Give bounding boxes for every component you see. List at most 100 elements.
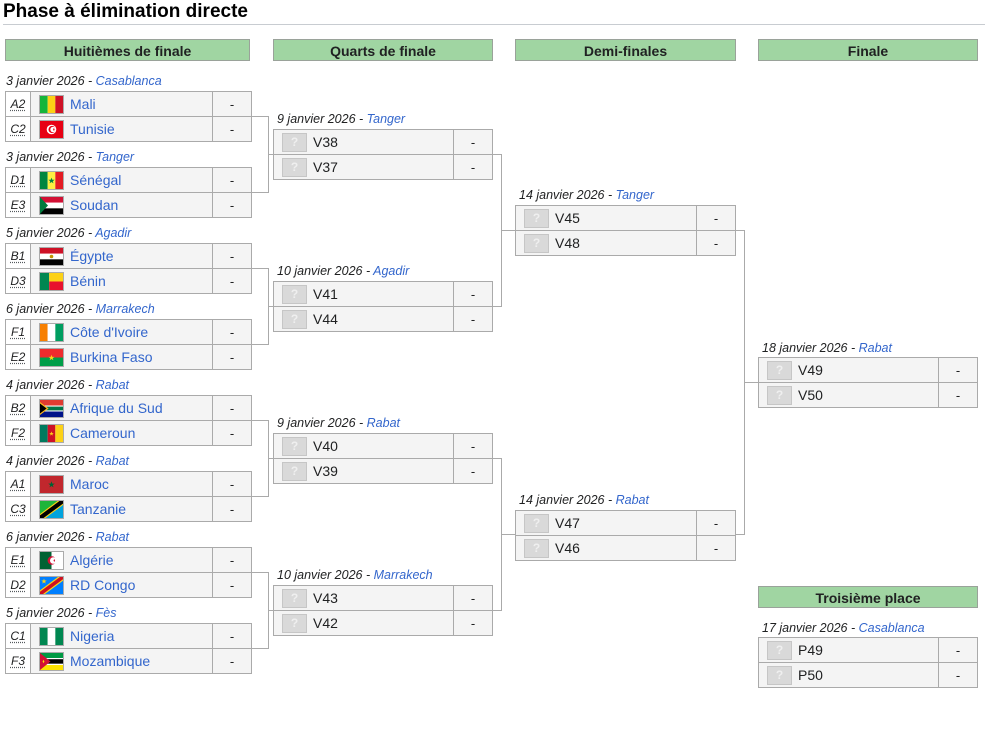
flag-cote-divoire-icon <box>39 322 64 342</box>
unknown-team-icon: ? <box>282 132 307 152</box>
date-text: 14 janvier 2026 - <box>519 188 616 202</box>
team-seed: C3 <box>6 497 31 521</box>
unknown-team-icon: ? <box>282 461 307 481</box>
bracket-connector <box>268 306 273 307</box>
unknown-team-icon: ? <box>282 284 307 304</box>
score-cell: - <box>696 231 735 255</box>
team-seed: F1 <box>6 320 31 344</box>
match-date: 10 janvier 2026 - Marrakech <box>277 568 433 582</box>
score-cell: - <box>212 320 251 344</box>
team-row: F1 Côte d'Ivoire - <box>6 320 251 344</box>
score-cell: - <box>453 434 492 458</box>
team-link-soudan[interactable]: Soudan <box>70 197 119 213</box>
unknown-team-icon: ? <box>282 157 307 177</box>
venue-link-agadir[interactable]: Agadir <box>95 226 132 240</box>
venue-link-rabat[interactable]: Rabat <box>858 341 892 355</box>
team-placeholder: V41 <box>313 286 338 302</box>
team-placeholder: V45 <box>555 210 580 226</box>
team-row: ? V38 - <box>274 130 492 154</box>
venue-link-rabat[interactable]: Rabat <box>366 416 400 430</box>
team-seed: B2 <box>6 396 31 420</box>
venue-link-tanger[interactable]: Tanger <box>366 112 406 126</box>
team-row: A1 Maroc - <box>6 472 251 496</box>
bracket-connector <box>268 154 273 155</box>
match-box-qf-2: ? V41 - ? V44 - <box>273 281 493 332</box>
team-row: ? V47 - <box>516 511 735 535</box>
team-placeholder: P50 <box>798 667 823 683</box>
team-link-mali[interactable]: Mali <box>70 96 96 112</box>
match-box-r16-5: B2 Afrique du Sud - F2 Cameroun - <box>5 395 252 446</box>
team-link-afrique-du-sud[interactable]: Afrique du Sud <box>70 400 163 416</box>
venue-link-agadir[interactable]: Agadir <box>373 264 410 278</box>
unknown-team-icon: ? <box>767 665 792 685</box>
score-cell: - <box>212 396 251 420</box>
team-link-senegal[interactable]: Sénégal <box>70 172 122 188</box>
team-row: ? V40 - <box>274 434 492 458</box>
team-row: C3 Tanzanie - <box>6 496 251 521</box>
unknown-team-icon: ? <box>282 613 307 633</box>
venue-link-rabat[interactable]: Rabat <box>615 493 649 507</box>
team-link-cameroun[interactable]: Cameroun <box>70 425 136 441</box>
team-row: ? V37 - <box>274 154 492 179</box>
team-row: ? V49 - <box>759 358 977 382</box>
venue-link-casablanca[interactable]: Casablanca <box>95 74 162 88</box>
bracket-connector <box>501 230 515 231</box>
venue-link-rabat[interactable]: Rabat <box>95 530 129 544</box>
team-link-algerie[interactable]: Algérie <box>70 552 114 568</box>
venue-link-tanger[interactable]: Tanger <box>615 188 655 202</box>
team-link-benin[interactable]: Bénin <box>70 273 106 289</box>
score-cell: - <box>212 345 251 369</box>
flag-maroc-icon <box>39 474 64 494</box>
venue-link-fes[interactable]: Fès <box>95 606 117 620</box>
team-link-tanzanie[interactable]: Tanzanie <box>70 501 127 517</box>
team-link-maroc[interactable]: Maroc <box>70 476 109 492</box>
score-cell: - <box>696 206 735 230</box>
team-seed: A1 <box>6 472 31 496</box>
score-cell: - <box>696 536 735 560</box>
team-row: E2 Burkina Faso - <box>6 344 251 369</box>
match-date: 4 janvier 2026 - Rabat <box>6 378 129 392</box>
team-link-cote-divoire[interactable]: Côte d'Ivoire <box>70 324 149 340</box>
flag-egypte-icon <box>39 246 64 266</box>
team-seed: E1 <box>6 548 31 572</box>
match-date: 14 janvier 2026 - Tanger <box>519 188 654 202</box>
date-text: 5 janvier 2026 - <box>6 226 96 240</box>
bracket-connector <box>252 648 268 649</box>
date-text: 18 janvier 2026 - <box>762 341 859 355</box>
team-link-tunisie[interactable]: Tunisie <box>70 121 115 137</box>
match-date: 4 janvier 2026 - Rabat <box>6 454 129 468</box>
match-box-sf-2: ? V47 - ? V46 - <box>515 510 736 561</box>
team-row: B2 Afrique du Sud - <box>6 396 251 420</box>
team-link-egypte[interactable]: Égypte <box>70 248 114 264</box>
team-link-rd-congo[interactable]: RD Congo <box>70 577 136 593</box>
team-row: E1 Algérie - <box>6 548 251 572</box>
venue-link-marrakech[interactable]: Marrakech <box>373 568 433 582</box>
bracket-connector <box>493 154 501 155</box>
team-placeholder: V50 <box>798 387 823 403</box>
date-text: 10 janvier 2026 - <box>277 264 374 278</box>
team-link-burkina-faso[interactable]: Burkina Faso <box>70 349 153 365</box>
venue-link-rabat[interactable]: Rabat <box>95 454 129 468</box>
bracket-connector <box>252 420 268 421</box>
match-box-sf-1: ? V45 - ? V48 - <box>515 205 736 256</box>
team-row: E3 Soudan - <box>6 192 251 217</box>
venue-link-marrakech[interactable]: Marrakech <box>95 302 155 316</box>
team-seed: C1 <box>6 624 31 648</box>
date-text: 4 janvier 2026 - <box>6 454 96 468</box>
bracket-connector <box>252 192 268 193</box>
team-link-mozambique[interactable]: Mozambique <box>70 653 151 669</box>
match-date: 10 janvier 2026 - Agadir <box>277 264 409 278</box>
venue-link-tanger[interactable]: Tanger <box>95 150 135 164</box>
date-text: 6 janvier 2026 - <box>6 302 96 316</box>
match-date: 5 janvier 2026 - Agadir <box>6 226 131 240</box>
venue-link-casablanca[interactable]: Casablanca <box>858 621 925 635</box>
team-row: ? V44 - <box>274 306 492 331</box>
flag-senegal-icon <box>39 170 64 190</box>
unknown-team-icon: ? <box>282 436 307 456</box>
match-date: 6 janvier 2026 - Marrakech <box>6 302 155 316</box>
venue-link-rabat[interactable]: Rabat <box>95 378 129 392</box>
team-link-nigeria[interactable]: Nigeria <box>70 628 115 644</box>
team-placeholder: V40 <box>313 438 338 454</box>
match-box-r16-8: C1 Nigeria - F3 Mozambique - <box>5 623 252 674</box>
match-date: 18 janvier 2026 - Rabat <box>762 341 892 355</box>
